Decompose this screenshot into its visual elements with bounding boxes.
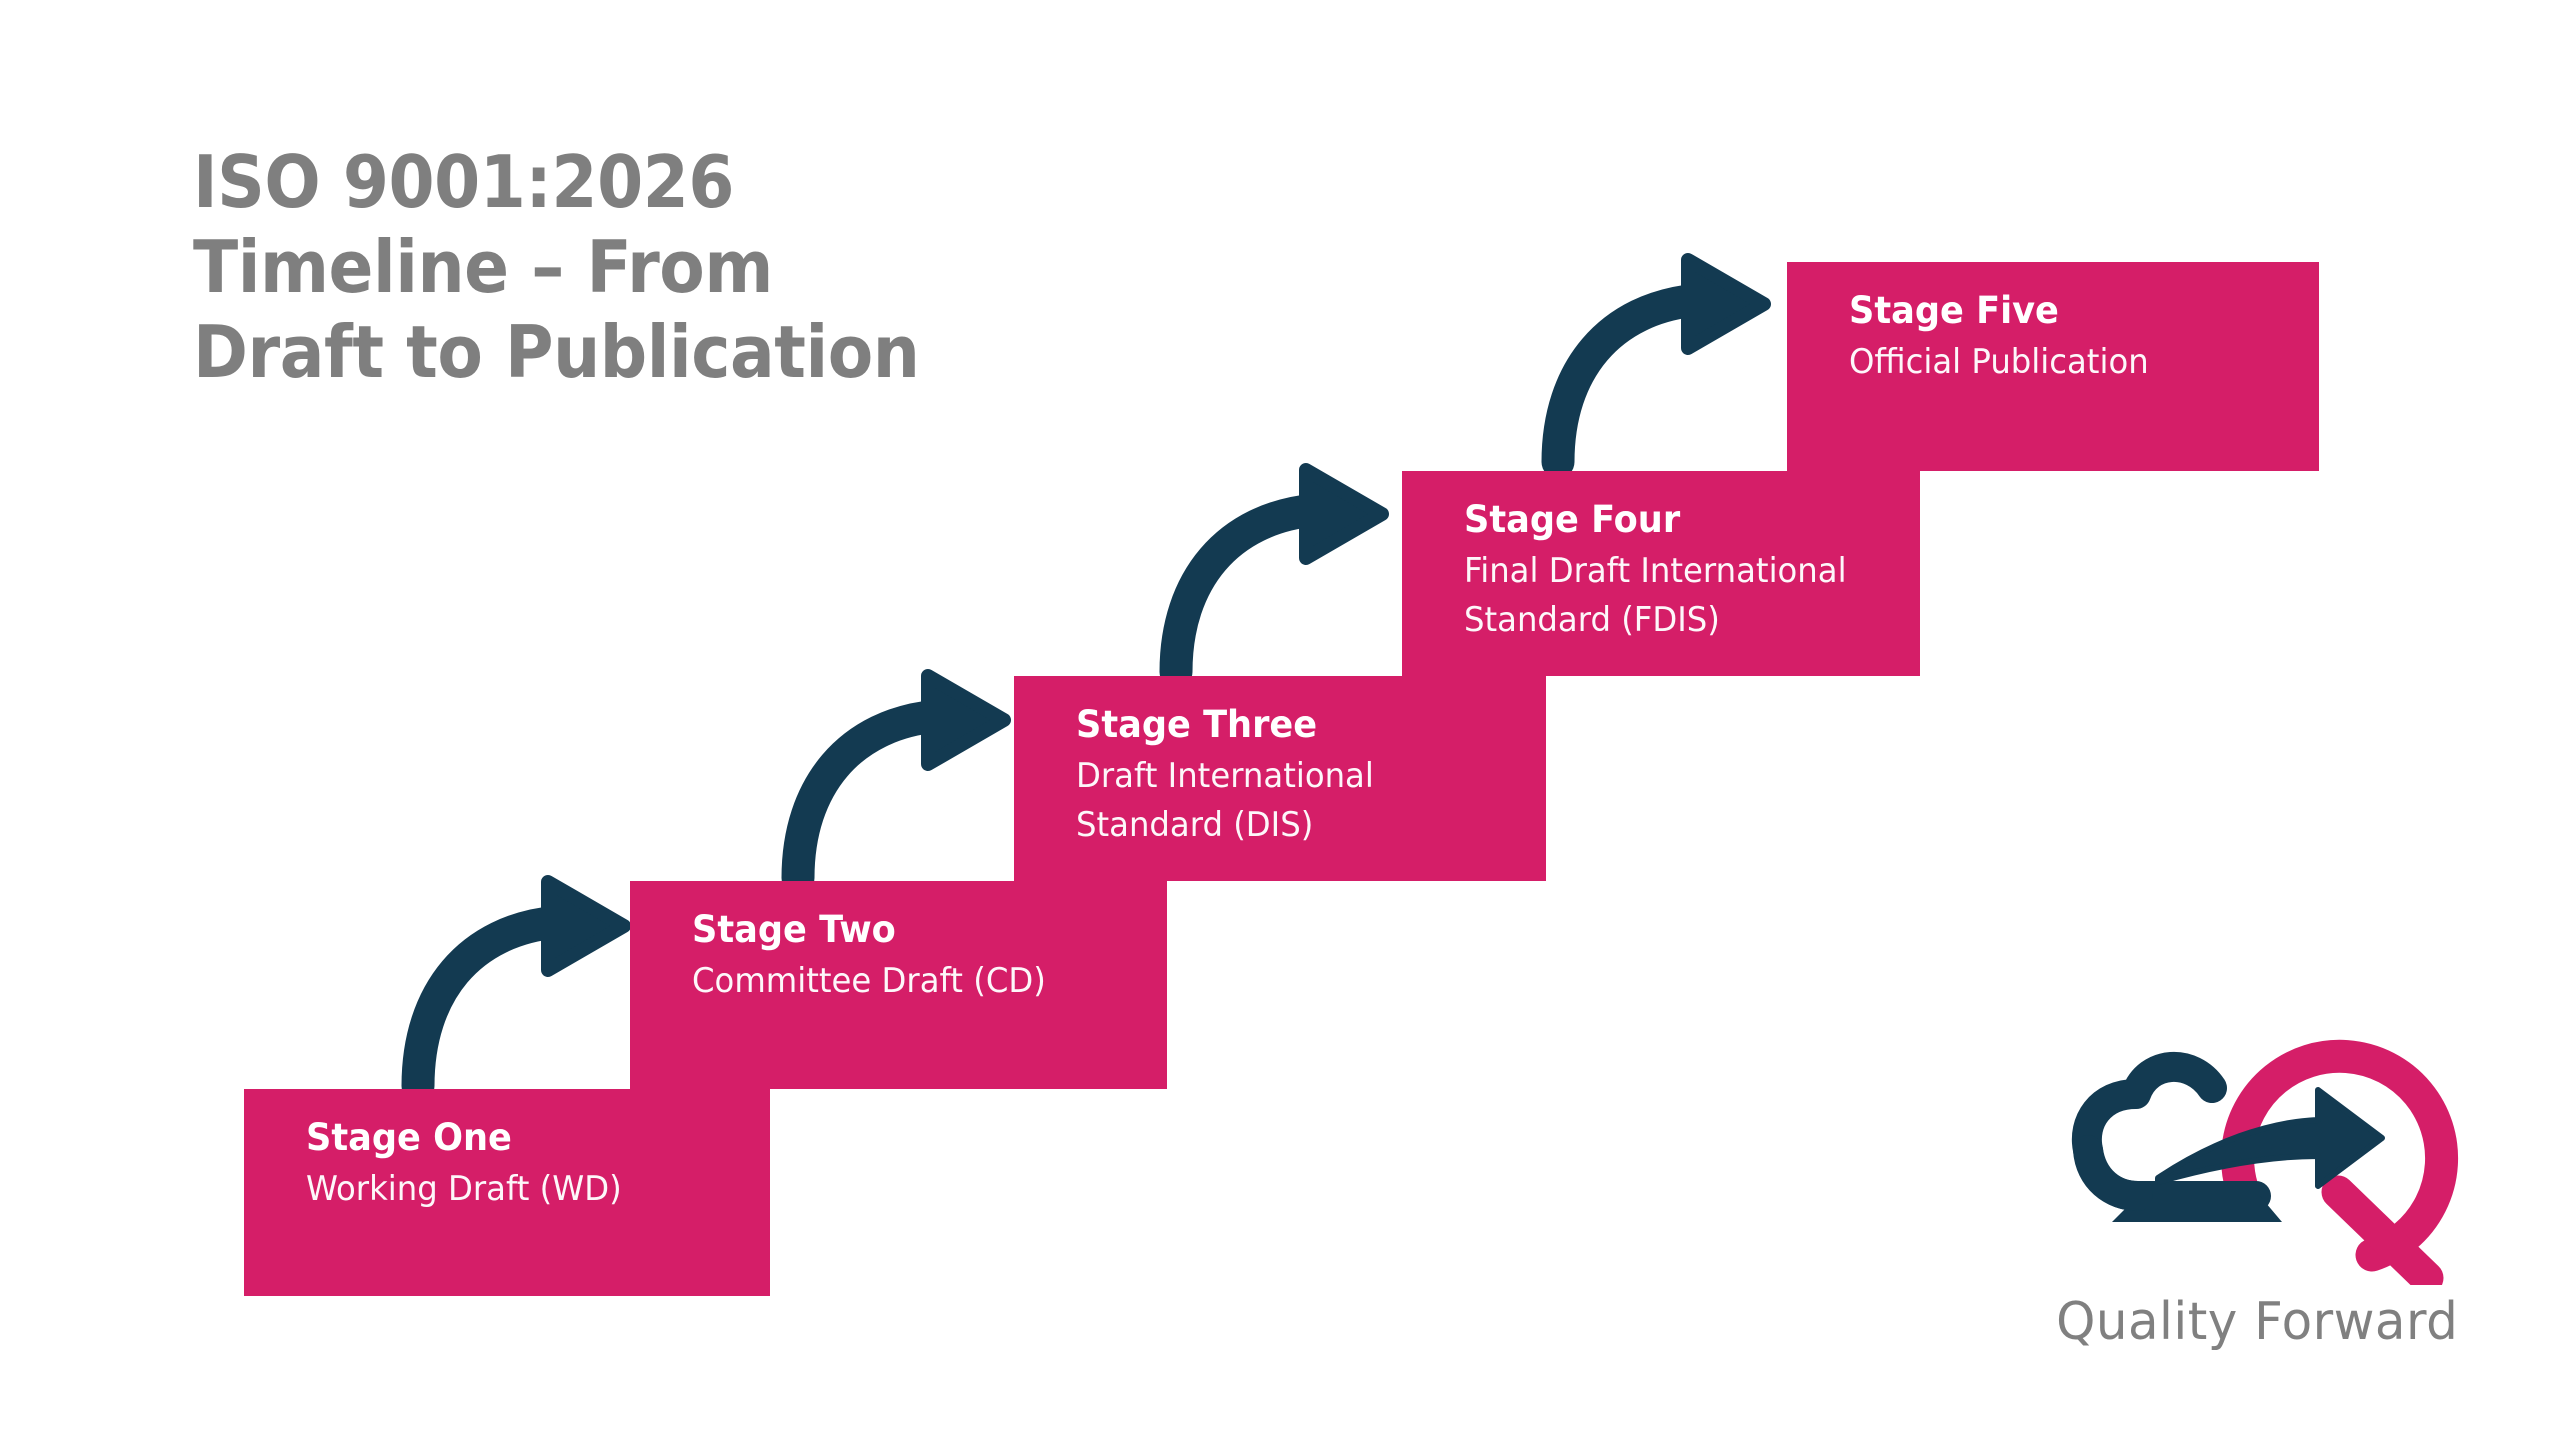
stage-subtitle: Draft International Standard (DIS)	[1076, 756, 1374, 845]
stage-block-stage-two[interactable]: Stage Two Committee Draft (CD)	[630, 881, 1167, 1089]
cloud-outline-icon	[2071, 1051, 2282, 1222]
stage-subtitle: Working Draft (WD)	[306, 1169, 622, 1210]
stage-block-stage-four[interactable]: Stage Four Final Draft International Sta…	[1402, 471, 1920, 676]
arrow-two-to-three	[772, 668, 1042, 895]
stage-block-stage-five[interactable]: Stage Five Official Publication	[1787, 262, 2319, 471]
stage-subtitle: Official Publication	[1849, 342, 2149, 383]
stage-subtitle: Committee Draft (CD)	[692, 961, 1046, 1002]
stage-title: Stage One	[306, 1116, 512, 1159]
arrow-right-icon	[2155, 1087, 2385, 1189]
stage-subtitle: Final Draft International Standard (FDIS…	[1464, 551, 1847, 640]
letter-q-circle-icon	[2221, 1039, 2459, 1285]
logo-wordmark: Quality Forward	[2056, 1292, 2459, 1352]
curved-arrow-up-right-icon	[401, 875, 631, 1103]
arrow-three-to-four	[1150, 462, 1420, 689]
arrow-four-to-five	[1532, 252, 1802, 479]
curved-arrow-up-right-icon	[1541, 253, 1771, 479]
page-title: ISO 9001:2026 Timeline – From Draft to P…	[193, 140, 920, 394]
brand-logo: Quality Forward	[2032, 1010, 2492, 1400]
curved-arrow-up-right-icon	[781, 669, 1011, 895]
stage-block-stage-three[interactable]: Stage Three Draft International Standard…	[1014, 676, 1546, 881]
curved-arrow-up-right-icon	[1159, 463, 1389, 689]
stage-title: Stage Three	[1076, 703, 1318, 746]
stage-title: Stage Two	[692, 908, 896, 951]
arrow-one-to-two	[392, 872, 662, 1103]
stage-block-stage-one[interactable]: Stage One Working Draft (WD)	[244, 1089, 770, 1296]
logo-mark	[2071, 1039, 2459, 1285]
stage-title: Stage Five	[1849, 289, 2059, 332]
stage-title: Stage Four	[1464, 498, 1681, 541]
